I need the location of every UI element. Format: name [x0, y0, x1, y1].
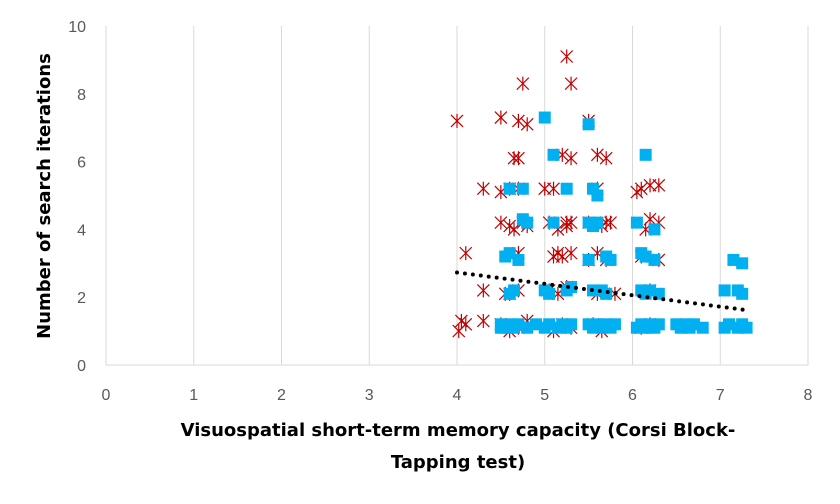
data-point-square [740, 321, 753, 334]
x-tick-label: 7 [716, 387, 725, 404]
data-point-square [630, 216, 643, 229]
x-tick-label: 1 [189, 387, 198, 404]
trendline [455, 270, 749, 313]
data-point-asterisk [590, 147, 604, 162]
data-point-asterisk [452, 324, 466, 339]
data-point-asterisk [599, 151, 613, 166]
data-point-asterisk [494, 215, 508, 230]
series-square-points [494, 111, 753, 334]
data-point-square [560, 182, 573, 195]
data-point-square [736, 287, 749, 300]
y-tick-label: 0 [77, 358, 86, 375]
data-point-asterisk [459, 317, 473, 332]
data-point-asterisk [476, 181, 490, 196]
data-point-square [547, 216, 560, 229]
series-asterisk-points [450, 49, 666, 339]
x-tick-labels: 0 1 2 3 4 5 6 7 8 [102, 387, 813, 404]
data-point-square [736, 257, 749, 270]
data-point-square [696, 321, 709, 334]
data-point-asterisk [507, 222, 521, 237]
data-point-square [512, 253, 525, 266]
data-point-square [591, 189, 604, 202]
data-point-square [639, 148, 652, 161]
data-point-square [521, 216, 534, 229]
data-point-asterisk [516, 76, 530, 91]
data-point-square [718, 284, 731, 297]
x-axis-title-line-2: Tapping test) [391, 452, 525, 473]
x-tick-label: 2 [277, 387, 286, 404]
data-point-square [648, 253, 661, 266]
data-point-asterisk [564, 246, 578, 261]
data-point-asterisk [512, 113, 525, 128]
data-point-square [503, 182, 516, 195]
data-point-square [508, 284, 521, 297]
data-point-asterisk [564, 215, 578, 230]
data-point-asterisk [555, 249, 569, 264]
trendline-line [455, 270, 749, 313]
data-point-square [516, 182, 529, 195]
data-point-square [582, 253, 595, 266]
y-tick-label: 10 [68, 19, 86, 36]
x-tick-label: 8 [804, 387, 813, 404]
x-tick-label: 6 [628, 387, 637, 404]
y-tick-label: 8 [77, 87, 86, 104]
data-point-square [565, 281, 578, 294]
data-point-asterisk [512, 151, 525, 166]
data-point-asterisk [520, 117, 534, 132]
data-point-asterisk [652, 178, 666, 193]
data-point-square [538, 111, 551, 124]
data-point-asterisk [564, 151, 578, 166]
data-point-asterisk [547, 181, 560, 196]
data-point-asterisk [560, 49, 574, 64]
data-point-asterisk [450, 113, 464, 128]
y-tick-labels: 0 2 4 6 8 10 [68, 19, 86, 375]
data-point-square [543, 287, 556, 300]
data-point-square [565, 318, 578, 331]
data-point-square [591, 216, 604, 229]
data-point-square [582, 118, 595, 131]
data-point-asterisk [564, 76, 578, 91]
data-point-asterisk [476, 283, 490, 298]
x-tick-label: 3 [365, 387, 374, 404]
data-point-square [608, 318, 621, 331]
y-axis-title: Number of search iterations [34, 53, 55, 339]
data-point-asterisk [459, 246, 473, 261]
axes [105, 26, 808, 366]
data-point-asterisk [604, 215, 617, 230]
data-point-square [604, 253, 617, 266]
x-tick-label: 5 [540, 387, 549, 404]
x-axis-title-line-1: Visuospatial short-term memory capacity … [181, 420, 736, 441]
data-point-asterisk [476, 313, 490, 328]
y-tick-label: 6 [77, 155, 86, 172]
data-point-square [547, 148, 560, 161]
data-point-asterisk [494, 110, 508, 125]
y-tick-label: 2 [77, 290, 86, 307]
data-point-square [648, 223, 661, 236]
data-point-asterisk [634, 181, 648, 196]
y-tick-label: 4 [77, 222, 86, 239]
data-point-square [652, 318, 665, 331]
x-tick-label: 0 [102, 387, 111, 404]
x-tick-label: 4 [453, 387, 462, 404]
data-point-square [600, 287, 613, 300]
